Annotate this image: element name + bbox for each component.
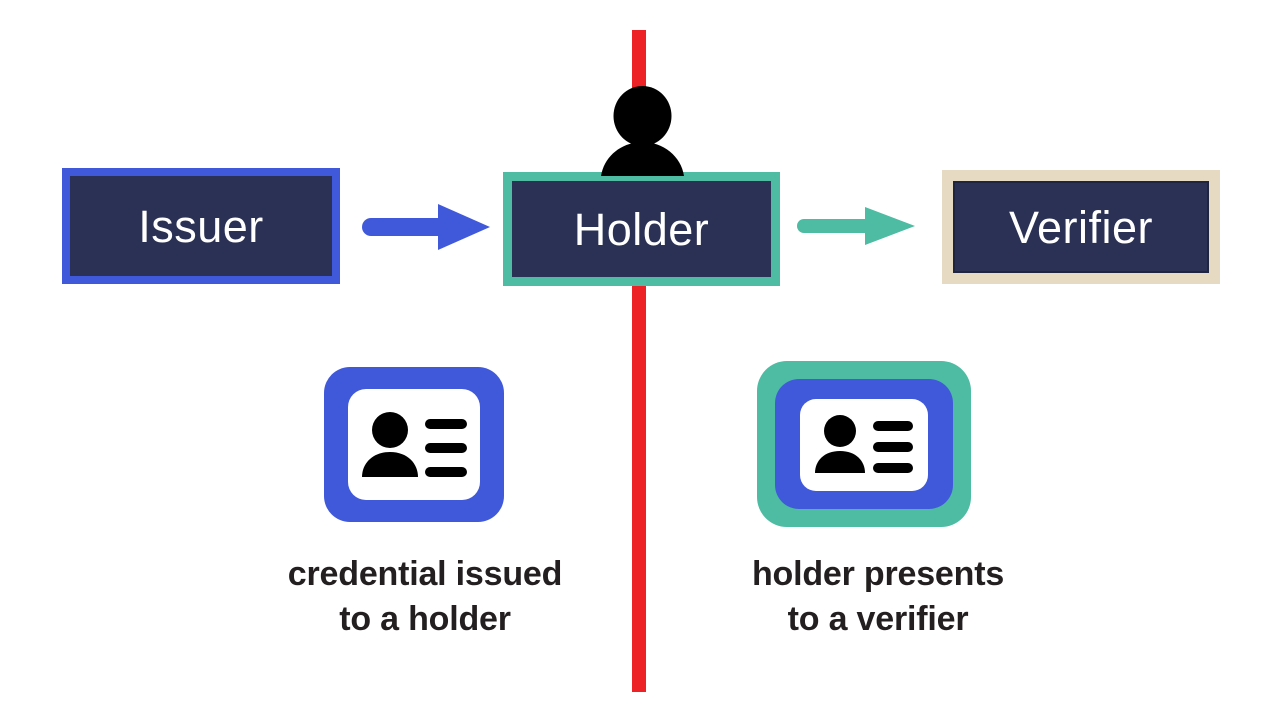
role-label-verifier: Verifier xyxy=(1008,201,1154,253)
caption-issued-line1-plain: credential xyxy=(287,555,456,593)
role-box-holder[interactable]: Holder xyxy=(503,172,780,286)
role-box-verifier[interactable]: Verifier xyxy=(942,170,1220,284)
caption-presented-line1-plain: holder xyxy=(751,555,864,593)
caption-presented-line1-bold: presents xyxy=(863,555,1005,593)
id-card-icon xyxy=(324,367,504,522)
caption-presented-line2-plain: to a xyxy=(787,599,857,638)
credential-card-presented[interactable] xyxy=(757,361,971,527)
caption-credential-presented: holder presents to a verifier xyxy=(668,552,1088,642)
arrow-right-icon xyxy=(362,204,490,250)
role-label-holder: Holder xyxy=(573,203,710,255)
person-icon xyxy=(595,86,690,176)
caption-credential-issued: credential issued to a holder xyxy=(215,552,635,642)
caption-presented-line2-bold: verifier xyxy=(856,599,969,638)
arrow-issuer-to-holder xyxy=(362,200,492,254)
arrow-right-icon xyxy=(797,207,915,245)
caption-issued-line2-plain: to a holder xyxy=(339,599,511,638)
credential-card-issued[interactable] xyxy=(324,367,504,522)
id-card-icon xyxy=(757,361,971,527)
role-box-issuer[interactable]: Issuer xyxy=(62,168,340,284)
role-label-issuer: Issuer xyxy=(138,200,264,252)
arrow-holder-to-verifier xyxy=(797,202,917,250)
caption-issued-line1-bold: issued xyxy=(455,555,563,593)
